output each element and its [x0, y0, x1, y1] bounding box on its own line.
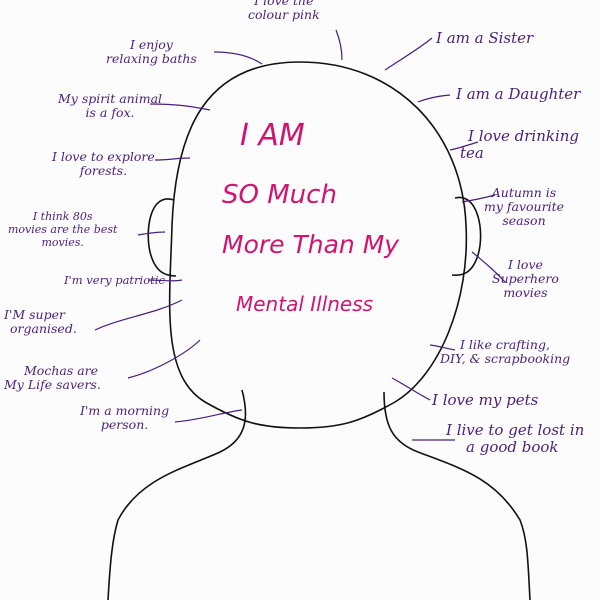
note-mochas: Mochas are My Life savers.	[4, 364, 101, 392]
pointer-autumn	[461, 194, 496, 203]
note-autumn-line1: Autumn is	[491, 185, 557, 200]
pointer-tea	[449, 141, 479, 151]
note-tea: I love drinking tea	[460, 127, 580, 162]
note-autumn-line3: season	[502, 213, 546, 228]
center-line-1: I AM	[240, 118, 305, 153]
pointer-patriotic	[147, 279, 183, 282]
note-morning-line1: I'm a morning	[80, 403, 170, 418]
pointer-daughter	[417, 94, 451, 103]
note-spirit-animal: My spirit animal is a fox.	[58, 92, 162, 120]
note-relaxing-baths: I enjoy relaxing baths	[106, 38, 197, 66]
note-superhero-line1: I love	[508, 257, 543, 272]
note-spirit-animal-line1: My spirit animal	[58, 91, 163, 106]
note-morning-line2: person.	[100, 417, 149, 432]
note-crafting: I like crafting, DIY, & scrapbooking	[440, 338, 570, 366]
note-superhero: I love Superhero movies	[492, 258, 559, 300]
center-line-2-text: SO Much	[222, 180, 337, 210]
pointer-organised	[94, 299, 183, 331]
note-80s-movies-line2: movies are the best	[8, 223, 118, 236]
note-crafting-line2: DIY, & scrapbooking	[440, 351, 571, 366]
pointer-relaxing-baths	[213, 51, 263, 65]
note-crafting-line1: I like crafting,	[460, 337, 550, 352]
note-autumn: Autumn is my favourite season	[484, 186, 564, 228]
note-80s-movies-line1: I think 80s	[32, 210, 93, 223]
right-ear	[451, 196, 482, 277]
note-sister-text: I am a Sister	[436, 29, 534, 47]
note-book-line2: a good book	[466, 438, 559, 456]
right-neck-shoulder	[383, 391, 531, 600]
center-line-4-text: Mental Illness	[236, 292, 374, 316]
note-spirit-animal-line2: is a fox.	[85, 105, 135, 120]
note-patriotic-text: I'm very patriotic	[64, 273, 165, 287]
note-mochas-line1: Mochas are	[24, 363, 99, 378]
note-superhero-line2: Superhero	[492, 271, 559, 286]
left-ear	[147, 198, 177, 277]
pointer-lines	[94, 29, 506, 441]
note-organised: I'M super organised.	[4, 308, 77, 336]
note-daughter: I am a Daughter	[456, 86, 580, 103]
note-tea-line2: tea	[460, 144, 484, 162]
note-80s-movies: I think 80s movies are the best movies.	[8, 210, 117, 249]
note-book: I live to get lost in a good book	[446, 422, 584, 456]
pointer-spirit-animal	[149, 103, 211, 111]
center-line-4: Mental Illness	[236, 292, 373, 316]
pointer-superhero	[471, 251, 506, 283]
pointer-sister	[384, 37, 433, 71]
left-neck-shoulder	[107, 389, 247, 600]
note-forests-line2: forests.	[79, 163, 128, 178]
note-sister: I am a Sister	[436, 30, 533, 47]
note-pets-text: I love my pets	[432, 391, 539, 409]
note-superhero-line3: movies	[503, 285, 548, 300]
note-colour-pink-line2: colour pink	[248, 7, 320, 22]
note-daughter-text: I am a Daughter	[456, 85, 581, 103]
note-relaxing-baths-line1: I enjoy	[130, 37, 173, 52]
note-book-line1: I live to get lost in	[446, 421, 585, 439]
note-pets: I love my pets	[432, 392, 538, 409]
pointer-80s-movies	[137, 231, 166, 236]
note-mochas-line2: My Life savers.	[4, 377, 101, 392]
note-colour-pink: I love the colour pink	[248, 0, 320, 22]
pointer-forests	[154, 157, 191, 161]
center-line-1-text: I AM	[240, 118, 305, 153]
note-forests-line1: I love to explore	[52, 149, 155, 164]
pointer-colour-pink	[335, 29, 343, 61]
note-colour-pink-line1: I love the	[254, 0, 314, 8]
note-patriotic: I'm very patriotic	[64, 273, 165, 287]
pointer-pets	[391, 377, 431, 401]
center-line-3-text: More Than My	[222, 230, 400, 259]
note-organised-line2: organised.	[10, 321, 77, 336]
note-80s-movies-line3: movies.	[41, 236, 84, 249]
center-line-3: More Than My	[222, 230, 399, 259]
note-tea-line1: I love drinking	[468, 127, 580, 145]
pointer-mochas	[127, 339, 201, 379]
pointer-morning	[174, 409, 243, 423]
note-autumn-line2: my favourite	[484, 199, 564, 214]
note-morning: I'm a morning person.	[80, 404, 169, 432]
note-organised-line1: I'M super	[4, 307, 65, 322]
pointer-crafting	[429, 344, 456, 351]
note-forests: I love to explore forests.	[52, 150, 155, 178]
center-line-2: SO Much	[222, 180, 337, 210]
note-relaxing-baths-line2: relaxing baths	[106, 51, 197, 66]
